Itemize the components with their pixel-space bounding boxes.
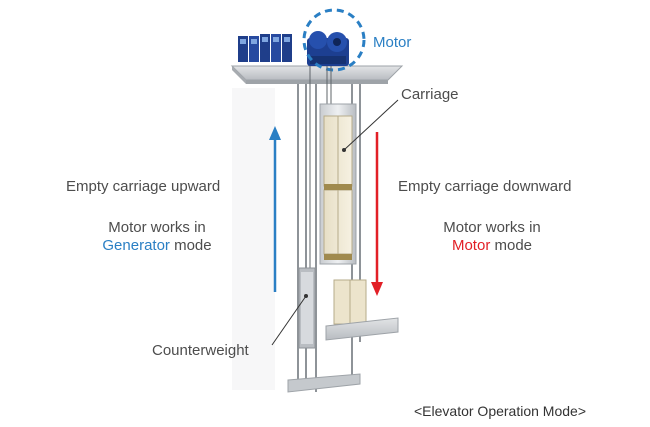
hoist-ropes [309,66,332,300]
carriage-cab [319,103,357,265]
landing-platform [325,317,399,380]
motor-suffix: mode [490,237,533,254]
generator-mode-text: Motor works in Generator mode [82,219,232,255]
control-cabinet [238,34,292,62]
counterweight-block [298,267,316,349]
upward-arrow [269,126,281,292]
downward-arrow [371,132,383,296]
motor-word: Motor [451,237,491,254]
carriage-label: Carriage [401,86,459,103]
downward-title: Empty carriage downward [398,178,572,195]
generator-line1: Motor works in [108,219,206,236]
motor-mode-text: Motor works in Motor mode [424,219,560,255]
pit-base [287,373,361,393]
carriage-leader-dot [342,148,346,152]
motor-unit [307,31,349,66]
counterweight-leader-dot [304,294,308,298]
motor-label: Motor [373,34,412,51]
figure-caption: <Elevator Operation Mode> [414,403,586,419]
counterweight-leader-line [271,295,307,346]
motor-line1: Motor works in [443,219,541,236]
machine-room-platform [230,65,404,84]
landing-door [333,279,367,325]
motor-line2: Motor mode [424,237,560,255]
upward-title: Empty carriage upward [66,178,221,195]
motor-highlight-circle [302,8,366,72]
generator-line2: Generator mode [82,237,232,255]
counterweight-label: Counterweight [152,342,249,359]
generator-word: Generator [102,237,170,254]
carriage-leader-line [343,99,399,151]
generator-suffix: mode [169,237,212,254]
shaft-wall [232,88,275,390]
